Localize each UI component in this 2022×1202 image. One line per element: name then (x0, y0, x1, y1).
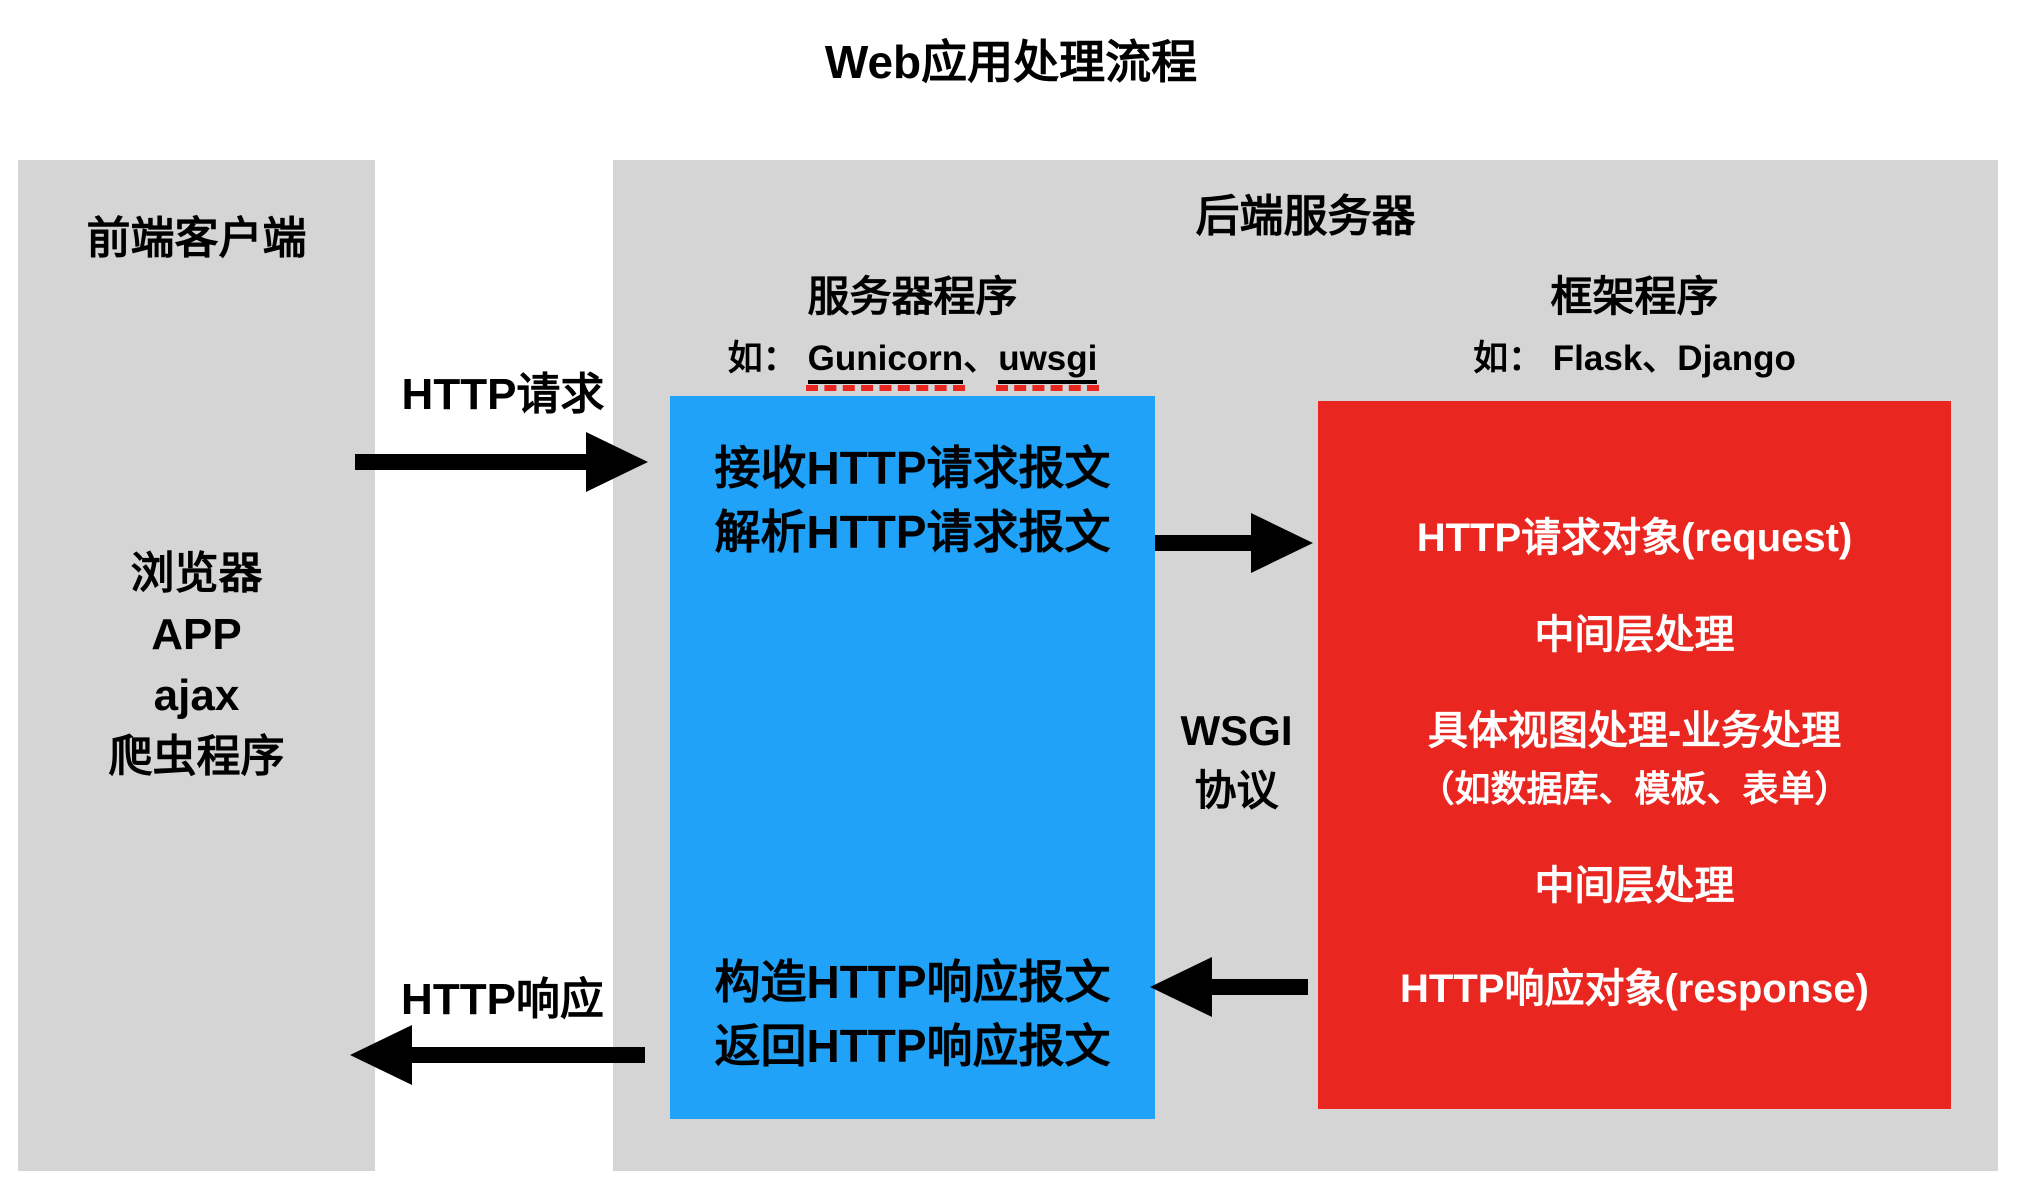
http-response-label: HTTP响应 (401, 975, 604, 1024)
arrow-shaft (1155, 535, 1251, 551)
http-request-label: HTTP请求 (401, 370, 605, 419)
diagram-title: Web应用处理流程 (824, 36, 1198, 88)
arrow-head-left-icon (1150, 957, 1212, 1017)
frontend-item-browser: 浏览器 (130, 549, 263, 598)
frontend-item-crawler: 爬虫程序 (108, 732, 285, 781)
server-response-handling-text: 构造HTTP响应报文 返回HTTP响应报文 (670, 950, 1155, 1078)
server-program-example-gunicorn: Gunicorn (805, 339, 965, 391)
server-return-response-line: 返回HTTP响应报文 (714, 1020, 1111, 1072)
framework-step-view-processing: 具体视图处理-业务处理 (1427, 709, 1842, 753)
server-build-response-line: 构造HTTP响应报文 (714, 956, 1111, 1008)
frontend-item-ajax: ajax (153, 671, 240, 720)
server-receive-line: 接收HTTP请求报文 (714, 442, 1111, 494)
server-program-examples-prefix: 如： (727, 339, 798, 378)
frontend-client-title: 前端客户端 (86, 214, 307, 263)
arrow-head-right-icon (1251, 513, 1313, 573)
framework-program-title: 框架程序 (1550, 273, 1719, 320)
arrow-shaft (1212, 979, 1308, 995)
frontend-client-panel: 前端客户端 浏览器 APP ajax 爬虫程序 (18, 160, 375, 1171)
server-program-examples-separator: 、 (963, 339, 999, 378)
arrow-head-left-icon (350, 1025, 412, 1085)
framework-program-box: HTTP请求对象(request) 中间层处理 具体视图处理-业务处理 （如数据… (1318, 401, 1951, 1109)
backend-server-panel: 后端服务器 服务器程序 如：Gunicorn、uwsgi 框架程序 如： Fla… (613, 160, 1998, 1171)
frontend-item-app: APP (151, 610, 242, 659)
frontend-client-items: 浏览器 APP ajax 爬虫程序 (18, 543, 375, 787)
backend-server-title: 后端服务器 (1195, 192, 1416, 241)
wsgi-request-arrow (1155, 513, 1313, 573)
http-response-arrow (350, 1025, 645, 1085)
http-request-arrow (355, 432, 648, 492)
wsgi-label-line-2: 协议 (1194, 767, 1279, 814)
wsgi-label-line-1: WSGI (1180, 707, 1293, 754)
server-program-examples: 如：Gunicorn、uwsgi (670, 330, 1155, 391)
arrow-shaft (412, 1047, 645, 1063)
framework-step-view-note: （如数据库、模板、表单） (1418, 768, 1851, 809)
wsgi-protocol-label: WSGI 协议 (1155, 701, 1318, 821)
server-program-title: 服务器程序 (807, 273, 1018, 320)
server-program-box: 接收HTTP请求报文 解析HTTP请求报文 构造HTTP响应报文 返回HTTP响… (670, 396, 1155, 1119)
framework-step-middleware-in: 中间层处理 (1534, 613, 1735, 657)
framework-program-examples: 如： Flask、Django (1473, 339, 1796, 378)
framework-step-middleware-out: 中间层处理 (1534, 864, 1735, 908)
framework-step-response-object: HTTP响应对象(response) (1400, 967, 1869, 1011)
arrow-head-right-icon (586, 432, 648, 492)
server-parse-line: 解析HTTP请求报文 (714, 506, 1111, 558)
wsgi-response-arrow (1150, 957, 1308, 1017)
arrow-shaft (355, 454, 586, 470)
server-program-example-uwsgi: uwsgi (996, 339, 1100, 391)
server-request-handling-text: 接收HTTP请求报文 解析HTTP请求报文 (670, 436, 1155, 564)
framework-step-request-object: HTTP请求对象(request) (1416, 516, 1853, 560)
